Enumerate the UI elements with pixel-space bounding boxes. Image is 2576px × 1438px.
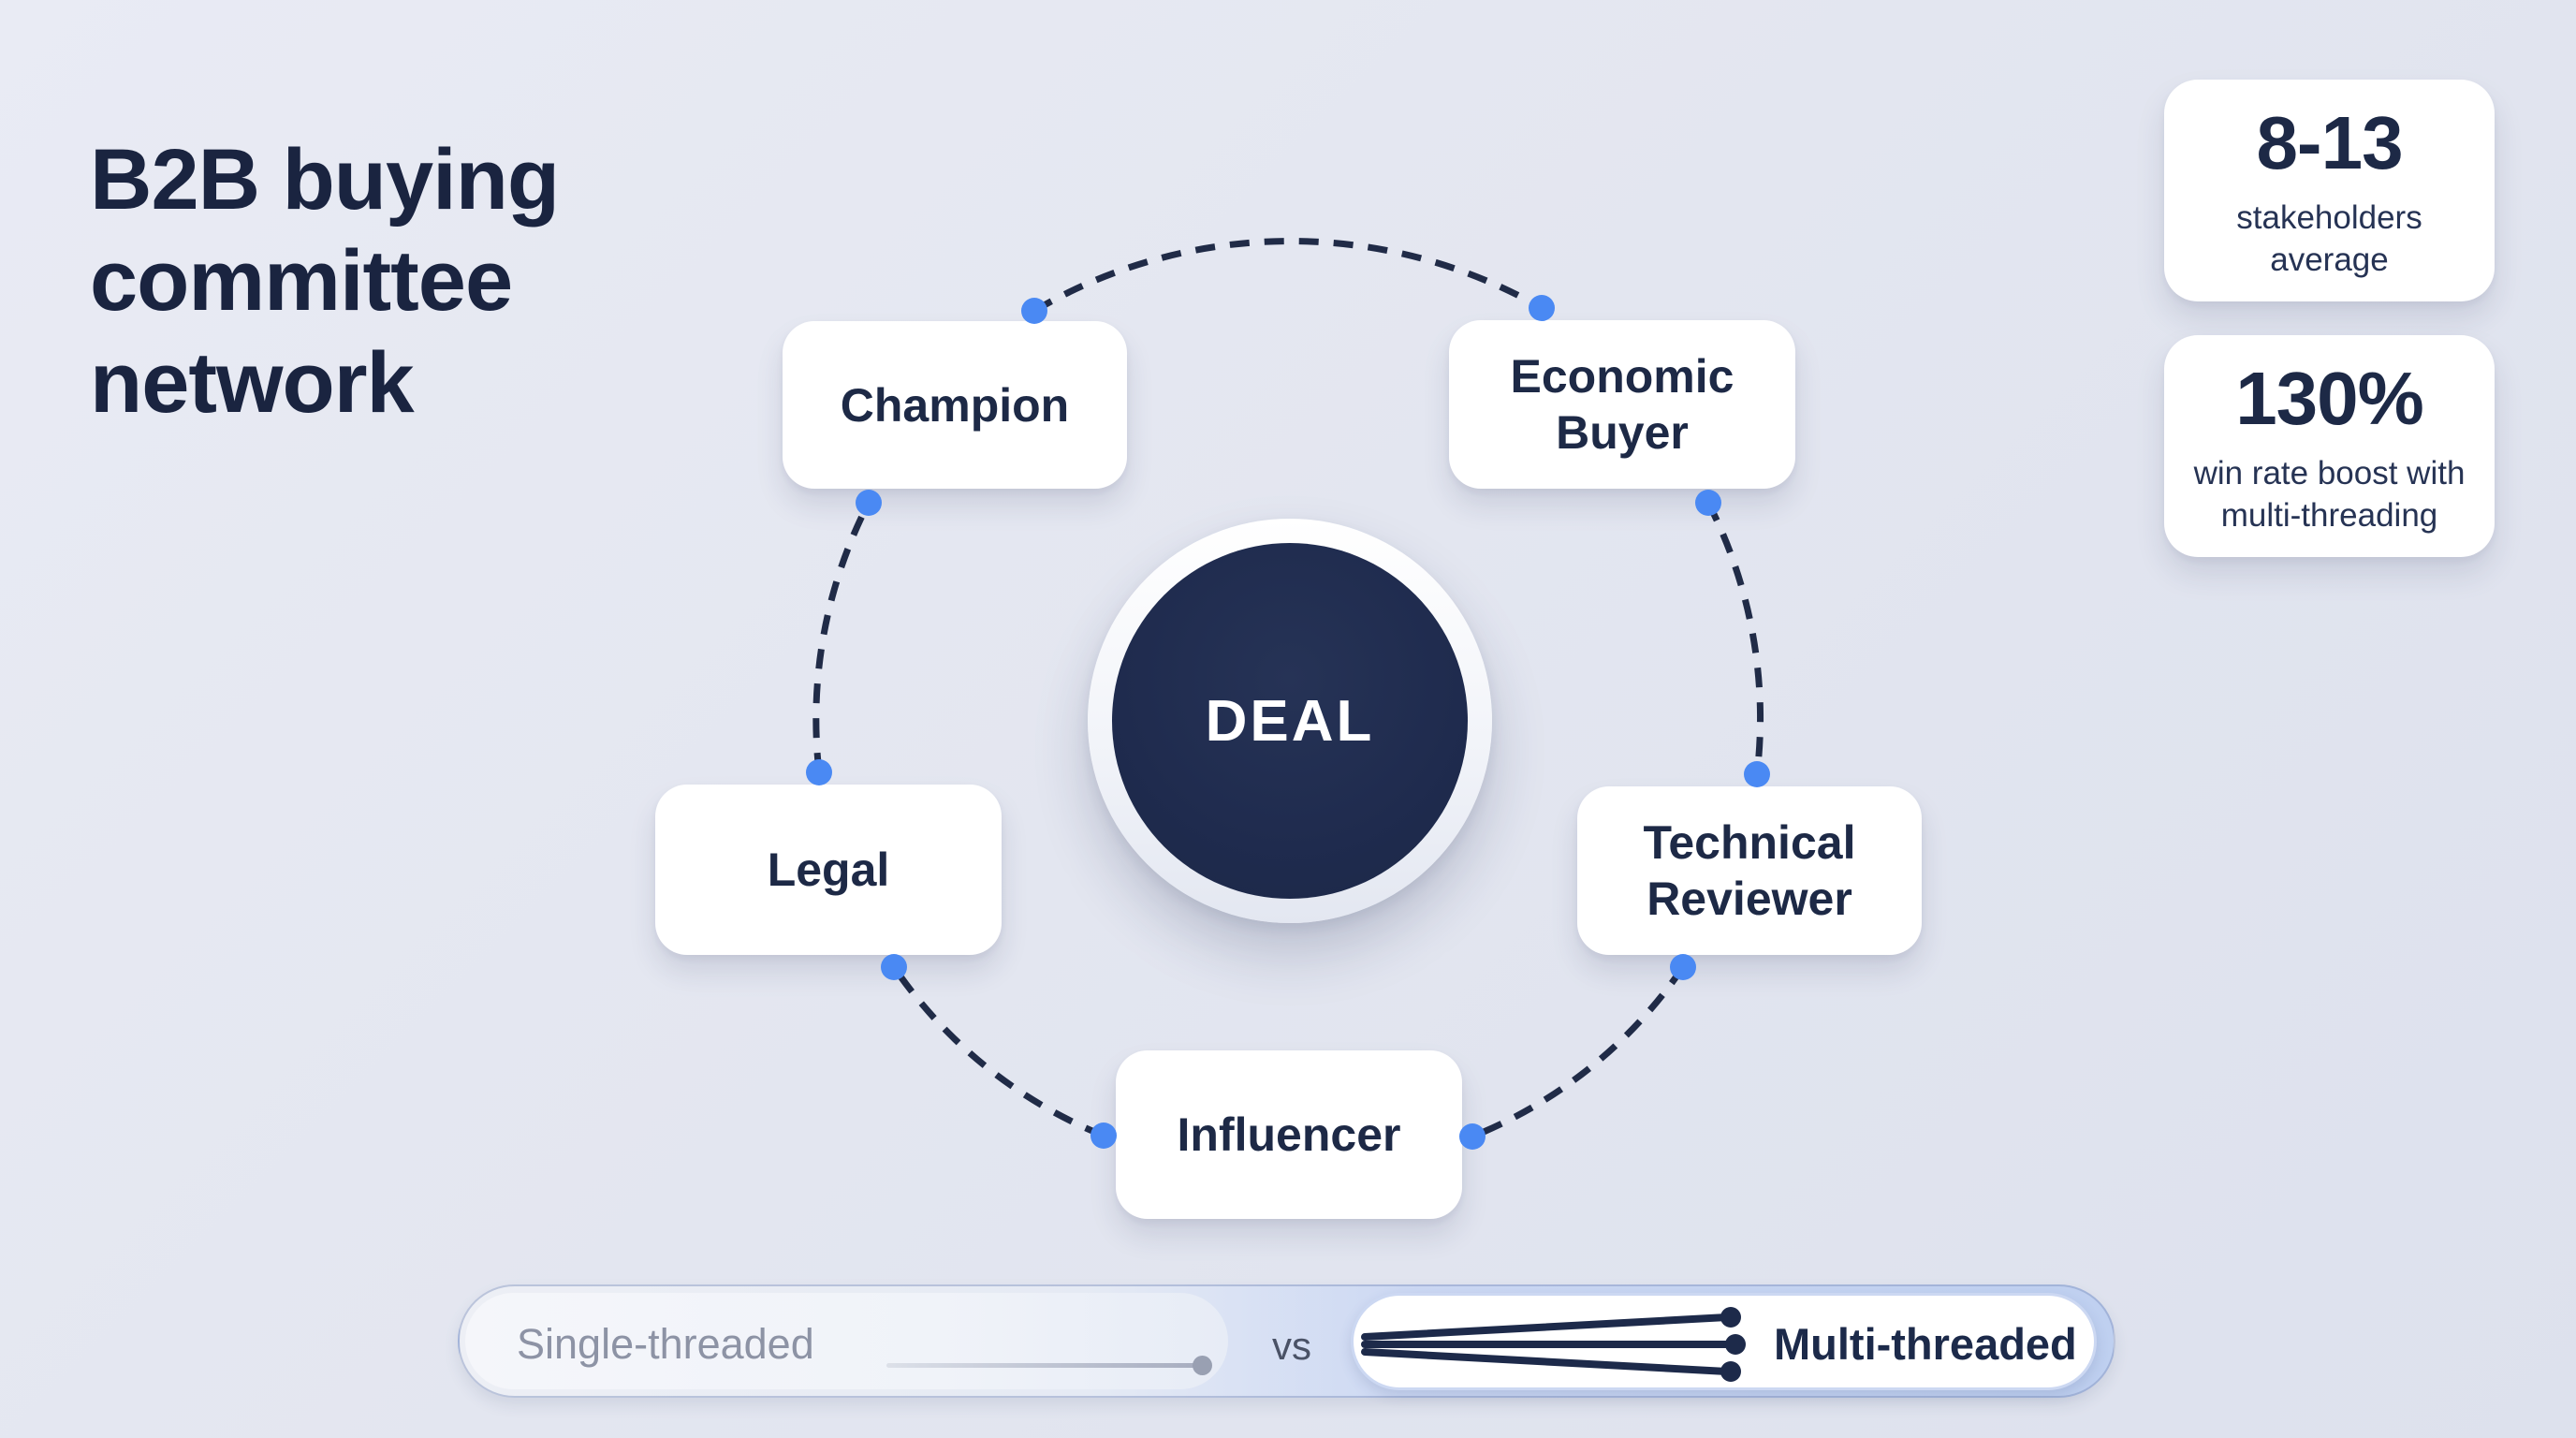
deal-medallion: DEAL bbox=[1112, 543, 1468, 899]
connection-dot bbox=[1529, 295, 1555, 321]
node-champion-label: Champion bbox=[840, 378, 1070, 432]
stat-value-win-rate: 130% bbox=[2235, 356, 2424, 440]
connection-dot bbox=[1459, 1123, 1486, 1150]
deal-label: DEAL bbox=[1205, 688, 1375, 754]
node-technical-reviewer-label: Technical Reviewer bbox=[1643, 816, 1856, 925]
node-economic-buyer: Economic Buyer bbox=[1449, 320, 1795, 489]
node-technical-reviewer: Technical Reviewer bbox=[1577, 786, 1922, 955]
node-influencer-label: Influencer bbox=[1177, 1108, 1401, 1161]
single-threaded-label: Single-threaded bbox=[517, 1320, 814, 1368]
connection-dot bbox=[1744, 761, 1770, 787]
deal-medallion-ring: DEAL bbox=[1088, 519, 1492, 923]
multi-threaded-label: Multi-threaded bbox=[1774, 1319, 2077, 1369]
network-arc-left-lower bbox=[891, 965, 1105, 1139]
node-legal-label: Legal bbox=[767, 844, 890, 896]
stat-card-win-rate: 130% win rate boost with multi-threading bbox=[2164, 335, 2495, 557]
single-threaded-segment bbox=[465, 1293, 1228, 1389]
single-thread-line bbox=[886, 1363, 1195, 1368]
stat-value-stakeholders: 8-13 bbox=[2256, 100, 2403, 184]
vs-label: vs bbox=[1272, 1324, 1311, 1368]
network-arc-right-lower bbox=[1471, 965, 1686, 1140]
network-arc-left-upper bbox=[812, 501, 872, 773]
connection-dot bbox=[1695, 490, 1721, 516]
node-legal: Legal bbox=[655, 785, 1002, 955]
node-economic-buyer-label: Economic Buyer bbox=[1510, 350, 1734, 459]
node-influencer: Influencer bbox=[1116, 1050, 1462, 1219]
connection-dot bbox=[856, 490, 882, 516]
connection-dot bbox=[881, 954, 907, 980]
connection-dot bbox=[1670, 954, 1696, 980]
connection-dot bbox=[1090, 1123, 1117, 1149]
stat-label-stakeholders: stakeholders average bbox=[2236, 198, 2422, 278]
connection-dot bbox=[806, 759, 832, 785]
stat-label-win-rate: win rate boost with multi-threading bbox=[2193, 454, 2466, 534]
network-arc-right-upper bbox=[1705, 501, 1764, 775]
network-arc-top bbox=[1032, 238, 1544, 315]
single-thread-endpoint-dot bbox=[1193, 1356, 1212, 1375]
connection-dot bbox=[1021, 298, 1047, 324]
stat-card-stakeholders: 8-13 stakeholders average bbox=[2164, 80, 2495, 301]
node-champion: Champion bbox=[783, 321, 1127, 489]
page-title: B2B buying committee network bbox=[90, 131, 560, 431]
